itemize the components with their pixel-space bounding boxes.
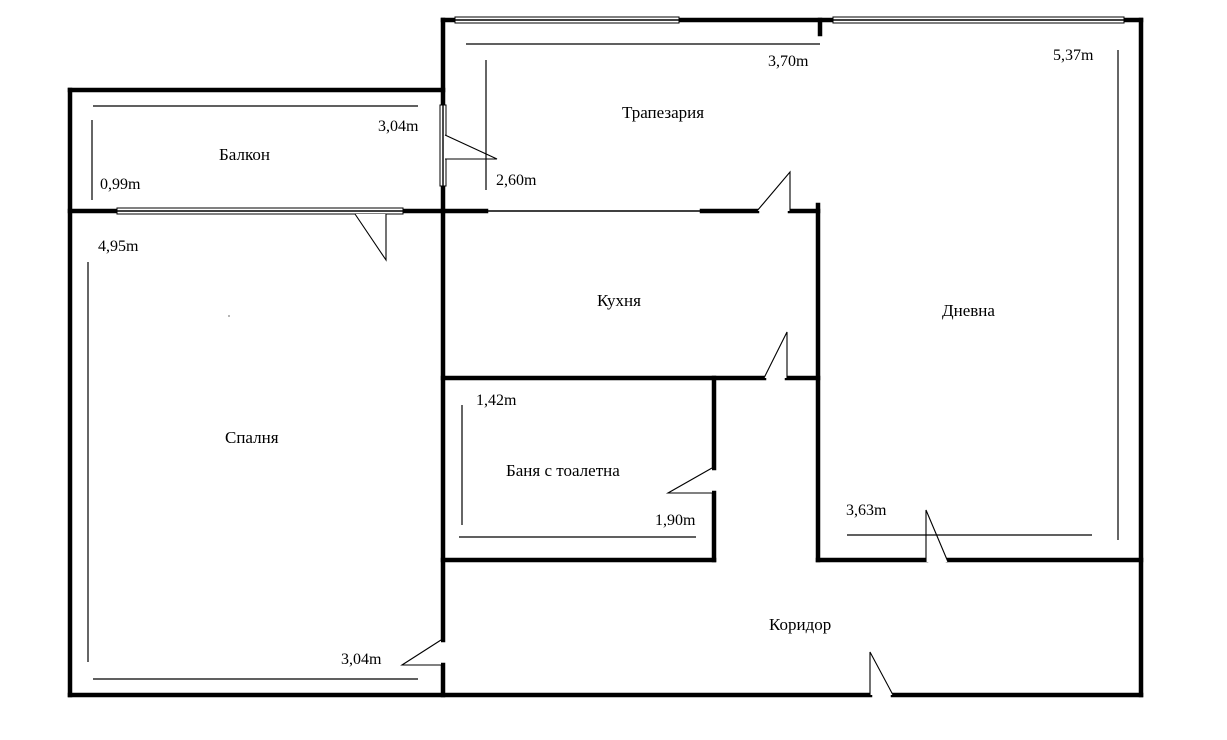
- door-bathroom: [665, 467, 713, 494]
- windows: [116, 16, 1125, 215]
- room-label-kitchen: Кухня: [597, 291, 641, 310]
- doors: [354, 134, 949, 696]
- dim-bath-width: 1,90m: [655, 512, 696, 529]
- dim-bedroom-width: 3,04m: [341, 651, 382, 668]
- walls: [67, 17, 1144, 698]
- door-living: [925, 509, 949, 563]
- door-bedroom: [400, 639, 442, 666]
- room-label-bathroom: Баня с тоалетна: [506, 461, 620, 480]
- room-label-dining: Трапезария: [622, 103, 704, 122]
- door-dining-kitchen: [756, 170, 791, 212]
- dim-bath-depth: 1,42m: [476, 392, 517, 409]
- dim-living-width: 3,63m: [846, 502, 887, 519]
- door-kitchen: [763, 331, 788, 379]
- door-balcony: [354, 213, 387, 262]
- dim-bedroom-depth: 4,95m: [98, 238, 139, 255]
- room-label-balcony: Балкон: [219, 145, 270, 164]
- dim-living-depth: 5,37m: [1053, 47, 1094, 64]
- door-entrance: [869, 651, 894, 696]
- room-label-corridor: Коридор: [769, 615, 831, 634]
- dim-balcony-width: 3,04m: [378, 118, 419, 135]
- dimension-lines: [87, 43, 1119, 680]
- dim-dining-depth: 2,60m: [496, 172, 537, 189]
- room-label-bedroom: Спалня: [225, 428, 279, 447]
- dim-balcony-depth: 0,99m: [100, 176, 141, 193]
- room-label-living: Дневна: [942, 301, 995, 320]
- door-dining-side: [444, 134, 498, 160]
- dim-dining-width: 3,70m: [768, 53, 809, 70]
